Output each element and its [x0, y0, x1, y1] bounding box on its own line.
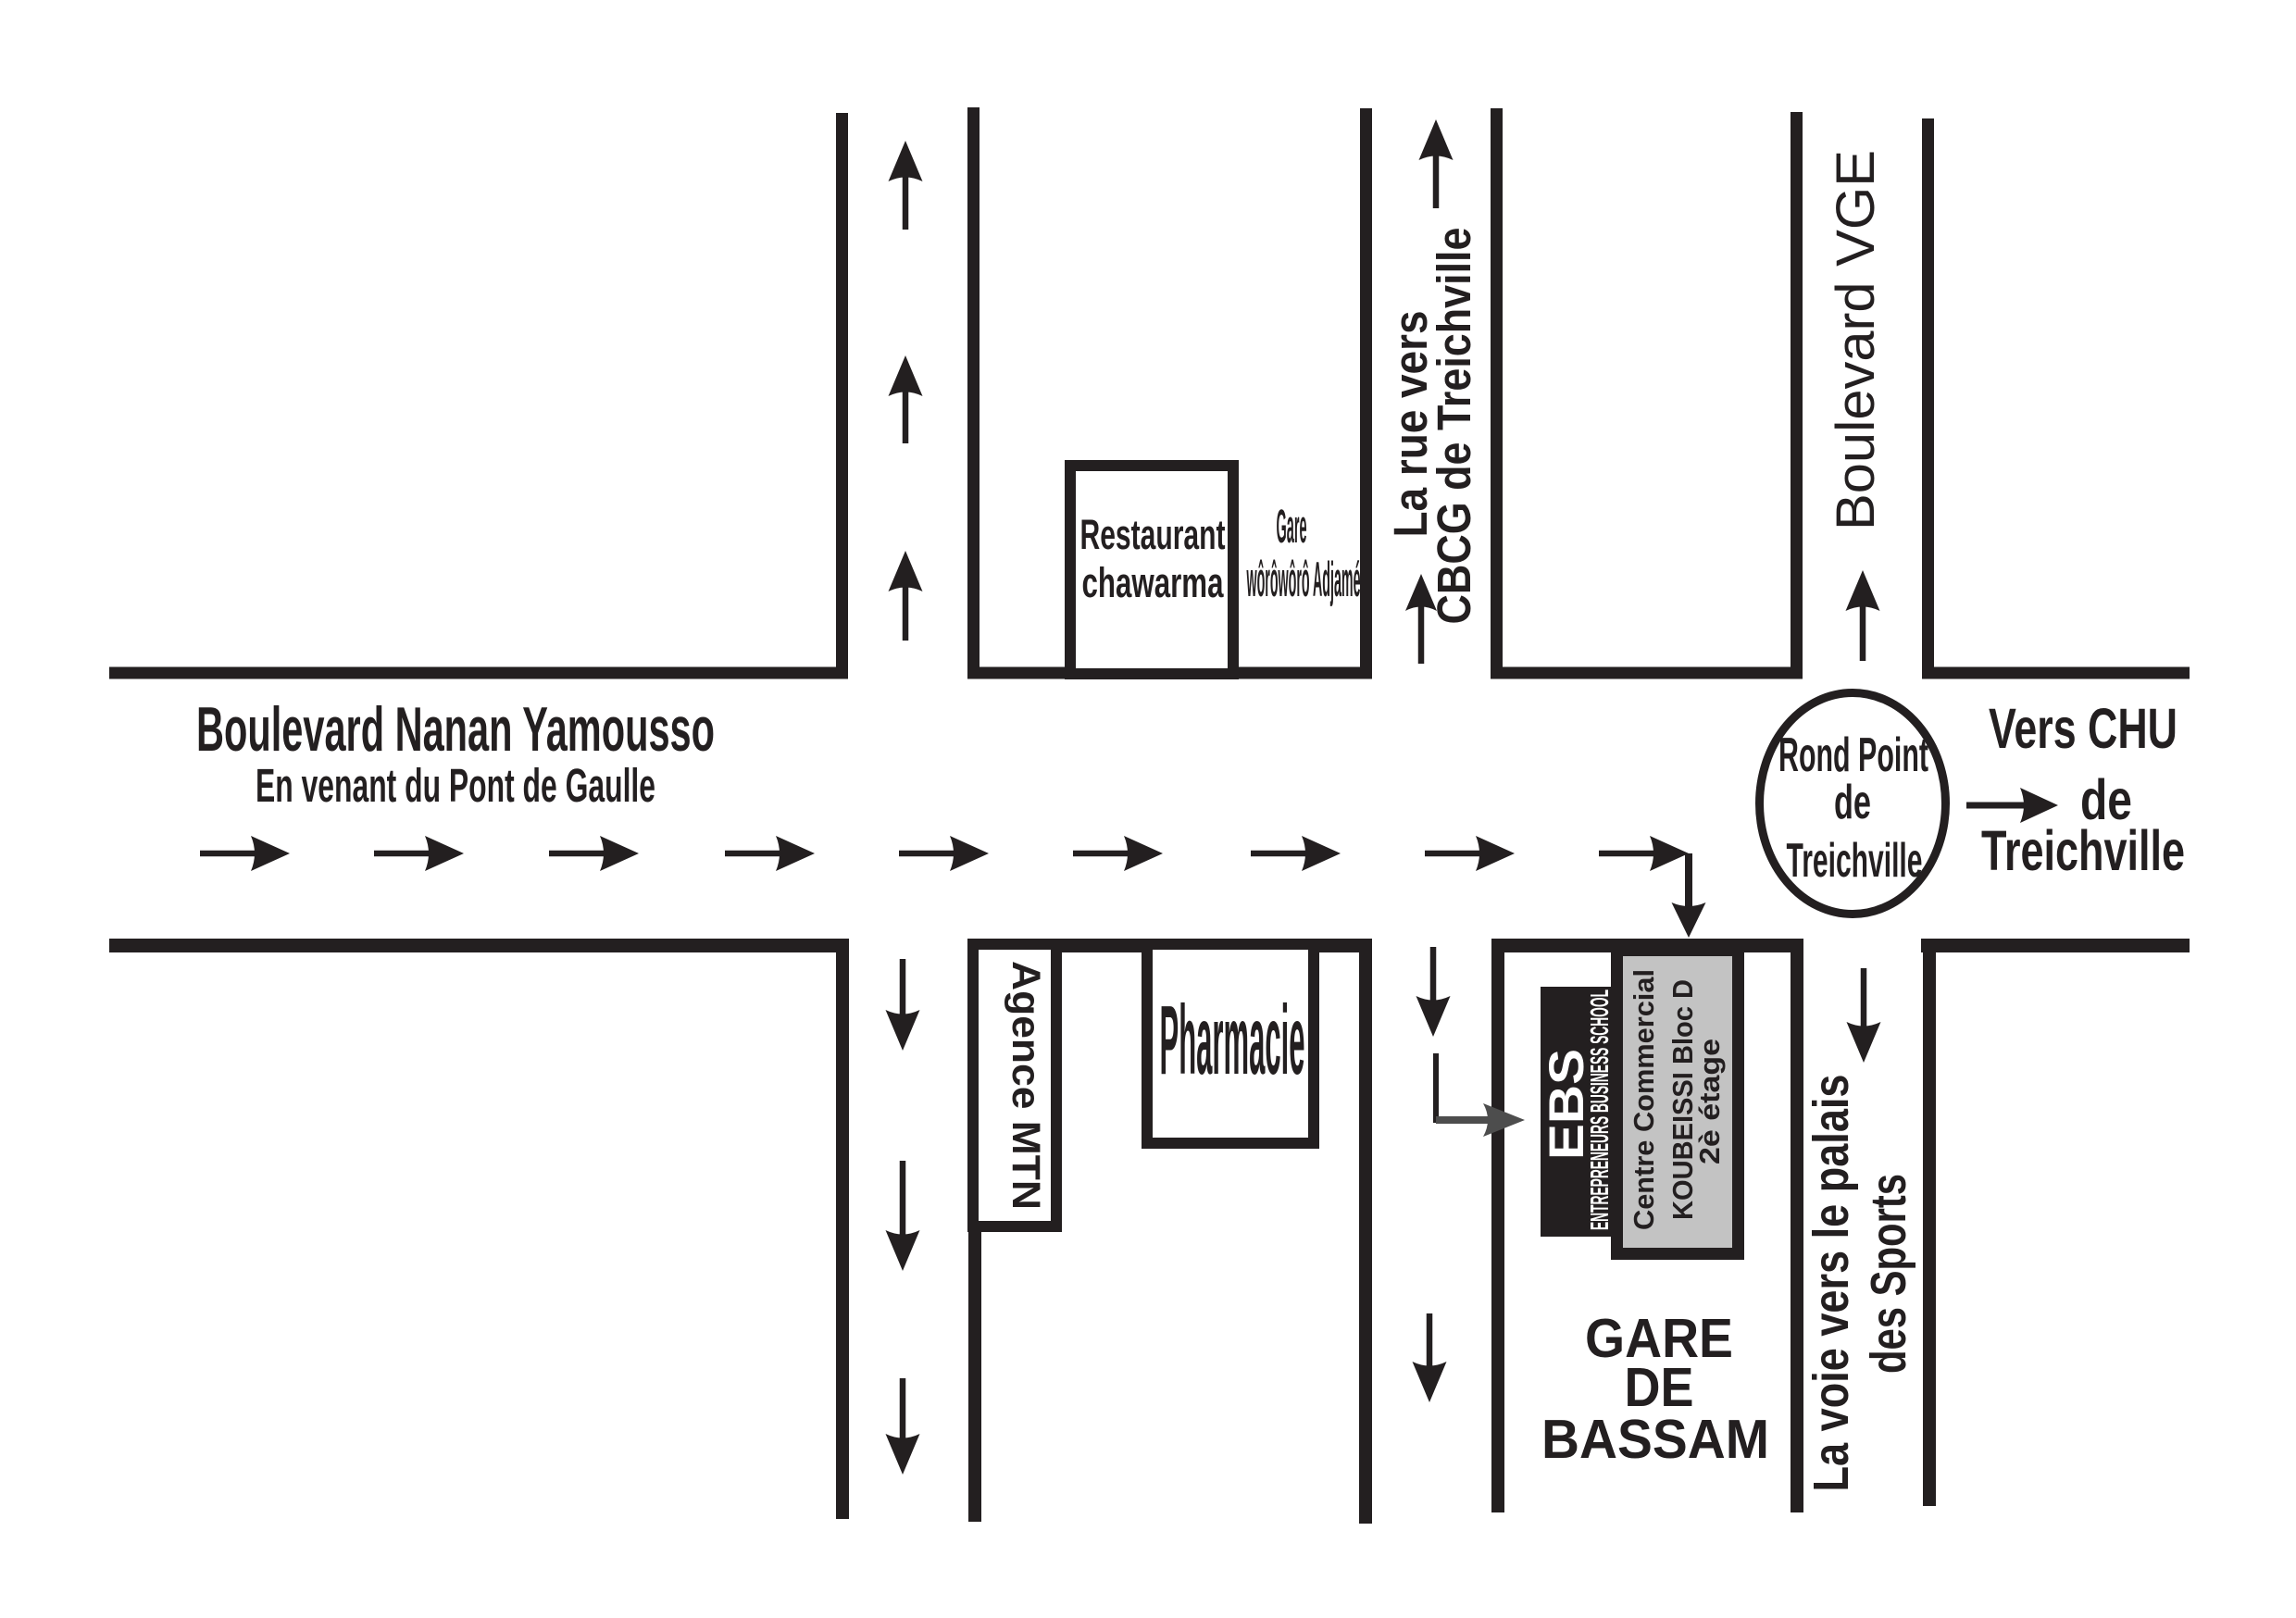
svg-text:des Sports: des Sports	[1861, 1174, 1916, 1374]
svg-text:ENTREPRENEURS BUSINESS SCHOOL: ENTREPRENEURS BUSINESS SCHOOL	[1585, 989, 1614, 1230]
svg-text:Boulevard Nanan Yamousso: Boulevard Nanan Yamousso	[196, 694, 715, 765]
svg-text:La voie vers le palais: La voie vers le palais	[1803, 1075, 1859, 1492]
svg-text:de: de	[1834, 776, 1871, 829]
svg-text:EBS: EBS	[1540, 1049, 1594, 1160]
svg-text:Gare: Gare	[1277, 500, 1307, 553]
svg-text:Pharmacie: Pharmacie	[1160, 987, 1305, 1095]
svg-text:Rond Point: Rond Point	[1778, 728, 1928, 782]
svg-text:GARE: GARE	[1585, 1308, 1733, 1369]
svg-text:Treichville: Treichville	[1787, 834, 1923, 888]
svg-text:La rue vers: La rue vers	[1384, 311, 1437, 538]
svg-text:Boulevard VGE: Boulevard VGE	[1826, 150, 1886, 530]
svg-text:BASSAM: BASSAM	[1541, 1409, 1769, 1470]
svg-text:Vers CHU: Vers CHU	[1989, 697, 2177, 760]
svg-text:Agence MTN: Agence MTN	[1004, 961, 1048, 1210]
svg-text:Centre Commercial: Centre Commercial	[1628, 969, 1660, 1230]
svg-text:wôrôwôrô Adjamé: wôrôwôrô Adjamé	[1246, 553, 1360, 607]
svg-text:2è étage: 2è étage	[1693, 1039, 1726, 1164]
svg-text:de: de	[2080, 768, 2132, 831]
svg-text:Treichville: Treichville	[1981, 819, 2185, 882]
svg-text:Restaurant: Restaurant	[1080, 511, 1226, 558]
svg-text:chawarma: chawarma	[1082, 559, 1225, 606]
svg-text:DE: DE	[1625, 1357, 1694, 1418]
svg-text:En venant du Pont de Gaulle: En venant du Pont de Gaulle	[256, 759, 655, 812]
svg-text:KOUBEISSI Bloc D: KOUBEISSI Bloc D	[1666, 979, 1699, 1220]
svg-text:CBCG de Treichville: CBCG de Treichville	[1428, 228, 1480, 625]
